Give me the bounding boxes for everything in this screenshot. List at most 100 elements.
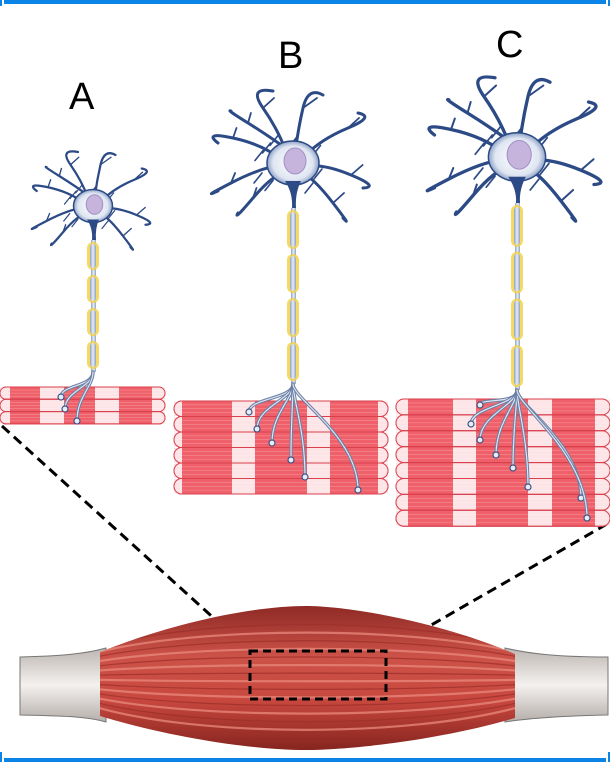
dendrite-branch xyxy=(101,220,109,230)
fiber-light-band xyxy=(453,479,476,494)
fiber-light-band xyxy=(307,448,330,463)
fiber-light-band xyxy=(396,463,408,478)
fiber-light-band xyxy=(232,432,255,447)
dendrite-branch xyxy=(579,158,595,172)
fiber-light-band xyxy=(528,431,552,447)
muscle-fiber-line xyxy=(100,683,515,690)
fiber-light-band xyxy=(595,431,610,447)
fiber-light-band xyxy=(595,479,610,494)
neuromuscular-junction xyxy=(509,464,517,472)
dendrite-branch xyxy=(472,183,478,197)
fiber-light-band xyxy=(396,431,408,447)
fiber-light-band xyxy=(595,415,610,431)
dendrite-branch xyxy=(71,218,79,228)
axon-segment xyxy=(90,343,96,367)
muscle-belly xyxy=(100,606,515,750)
nucleus xyxy=(283,147,307,175)
fiber-light-band xyxy=(95,399,119,412)
fiber-light-band xyxy=(95,387,119,399)
fiber-light-band xyxy=(174,417,182,432)
dendrite-branch xyxy=(264,179,274,192)
fiber-light-band xyxy=(396,510,408,526)
neuromuscular-junction xyxy=(268,439,276,447)
dendrite-branch xyxy=(482,134,494,147)
fiber-light-band xyxy=(174,448,182,463)
neuromuscular-junction xyxy=(476,401,484,409)
motor-neuron-c xyxy=(425,75,603,522)
fiber-light-band xyxy=(378,432,388,447)
frame-top-border xyxy=(0,0,610,6)
fiber-light-band xyxy=(378,417,388,432)
axon-segment xyxy=(290,300,296,335)
neuromuscular-junction xyxy=(61,405,69,413)
axon-segment xyxy=(90,310,96,334)
frame-bottom-left-tick xyxy=(0,752,2,762)
dendrite-branch xyxy=(466,101,472,114)
dendrite-branch xyxy=(58,167,63,177)
fiber-light-band xyxy=(232,463,255,478)
fiber-light-band xyxy=(595,447,610,463)
axon-terminal-core xyxy=(76,371,94,422)
fiber-light-band xyxy=(528,463,552,478)
dendrite-branch xyxy=(62,224,67,233)
fiber-light-band xyxy=(307,479,330,494)
fiber-light-band xyxy=(378,463,388,478)
axon-segment xyxy=(514,347,520,385)
axon-segment xyxy=(290,212,296,247)
fiber-outline xyxy=(0,411,166,425)
axon-segment xyxy=(90,244,96,268)
dendrite-branch xyxy=(262,97,275,109)
fiber-light-band xyxy=(453,447,476,463)
fiber-light-band xyxy=(152,387,165,399)
dendrite-branch xyxy=(350,164,364,176)
dendrite-branch xyxy=(304,182,314,194)
neuromuscular-junction xyxy=(492,451,500,459)
fiber-light-band xyxy=(307,463,330,478)
dendrite-branch xyxy=(47,179,52,188)
dendrite-branch xyxy=(302,97,318,109)
axon-terminal-core xyxy=(292,383,359,491)
frame-bottom-bar xyxy=(4,758,606,762)
dendrite-branch xyxy=(539,162,550,176)
dendrite-branch xyxy=(253,172,263,184)
neuromuscular-junction xyxy=(583,514,591,522)
dendrite-branch xyxy=(252,187,258,199)
dendrite-branch xyxy=(108,209,116,219)
neuromuscular-junction xyxy=(73,417,81,425)
fiber-light-band xyxy=(528,479,552,494)
muscle-fiber-bundle-b xyxy=(173,400,389,495)
dendrite-branch xyxy=(122,227,132,237)
zoom-box xyxy=(248,649,388,701)
fiber-light-band xyxy=(174,479,182,494)
axon-segment xyxy=(290,344,296,379)
fiber-light-band xyxy=(453,510,476,526)
muscle-fiber-bundle-c xyxy=(395,398,610,527)
nucleus xyxy=(85,194,104,215)
fiber-light-band xyxy=(453,463,476,478)
dendrite-branch xyxy=(254,149,264,162)
fiber-light-band xyxy=(232,417,255,432)
neuromuscular-junction xyxy=(245,408,253,416)
frame-top-bar xyxy=(4,0,606,4)
fiber-light-band xyxy=(232,448,255,463)
dendrite-branch xyxy=(63,196,72,205)
fiber-light-band xyxy=(453,399,476,415)
dendrite-branch xyxy=(135,206,146,216)
fiber-light-band xyxy=(40,387,64,399)
axon-segment xyxy=(290,256,296,291)
fiber-light-band xyxy=(378,448,388,463)
fiber-light-band xyxy=(595,399,610,415)
axon-segment xyxy=(514,207,520,245)
axon xyxy=(515,203,520,390)
neuromuscular-junction xyxy=(467,420,475,428)
dendrite-branch xyxy=(474,142,485,156)
neuromuscular-junction xyxy=(253,425,261,433)
fiber-light-band xyxy=(95,412,119,424)
muscle-fiber-line xyxy=(100,647,515,663)
fiber-light-band xyxy=(396,447,408,463)
fiber-light-band xyxy=(396,479,408,494)
neuromuscular-junction xyxy=(476,436,484,444)
motor-neuron-b xyxy=(209,88,371,494)
whole-muscle xyxy=(19,606,609,750)
